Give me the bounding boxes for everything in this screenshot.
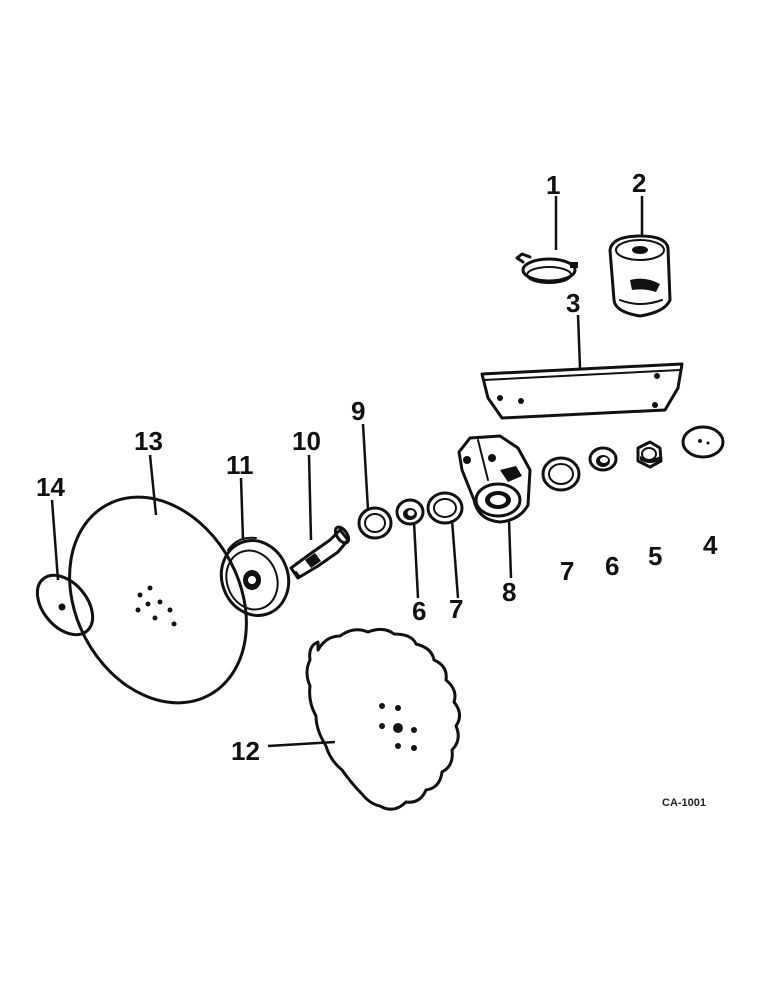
part-10-spindle [289, 525, 351, 580]
part-2-block [608, 234, 672, 318]
part-9-seal [357, 506, 393, 540]
callout-1: 1 [546, 170, 560, 200]
part-1-clamp [515, 252, 578, 284]
callout-7a: 7 [560, 556, 574, 586]
callout-3: 3 [566, 288, 580, 318]
callouts: 1 2 3 4 5 6 7 8 7 6 9 10 11 12 13 14 CA-… [36, 168, 718, 809]
leader-lines [50, 196, 644, 748]
callout-10: 10 [292, 426, 321, 456]
part-14-small-disc [35, 573, 95, 637]
callout-5: 5 [648, 541, 662, 571]
part-11-hub [219, 536, 291, 617]
part-7-seal-left [426, 491, 464, 525]
callout-6a: 6 [605, 551, 619, 581]
callout-9: 9 [351, 396, 365, 426]
part-5-nut [636, 440, 663, 469]
callout-4: 4 [703, 530, 718, 560]
part-8-bearing-housing [457, 434, 532, 524]
callout-11: 11 [226, 450, 254, 480]
callout-14: 14 [36, 472, 65, 502]
part-13-disc [68, 495, 248, 705]
drawing-code: CA-1001 [662, 797, 706, 809]
part-4-cap [681, 425, 725, 459]
callout-12: 12 [231, 736, 260, 766]
callout-2: 2 [632, 168, 646, 198]
part-3-plate [480, 362, 684, 420]
callout-7b: 7 [449, 594, 463, 624]
part-6-lockwasher-right [588, 446, 618, 472]
part-7-seal-right [541, 456, 581, 492]
callout-8: 8 [502, 577, 516, 607]
part-6-lockwasher-left [395, 498, 425, 526]
callout-6b: 6 [412, 596, 426, 626]
part-12-notched-disc [305, 627, 461, 811]
callout-13: 13 [134, 426, 163, 456]
